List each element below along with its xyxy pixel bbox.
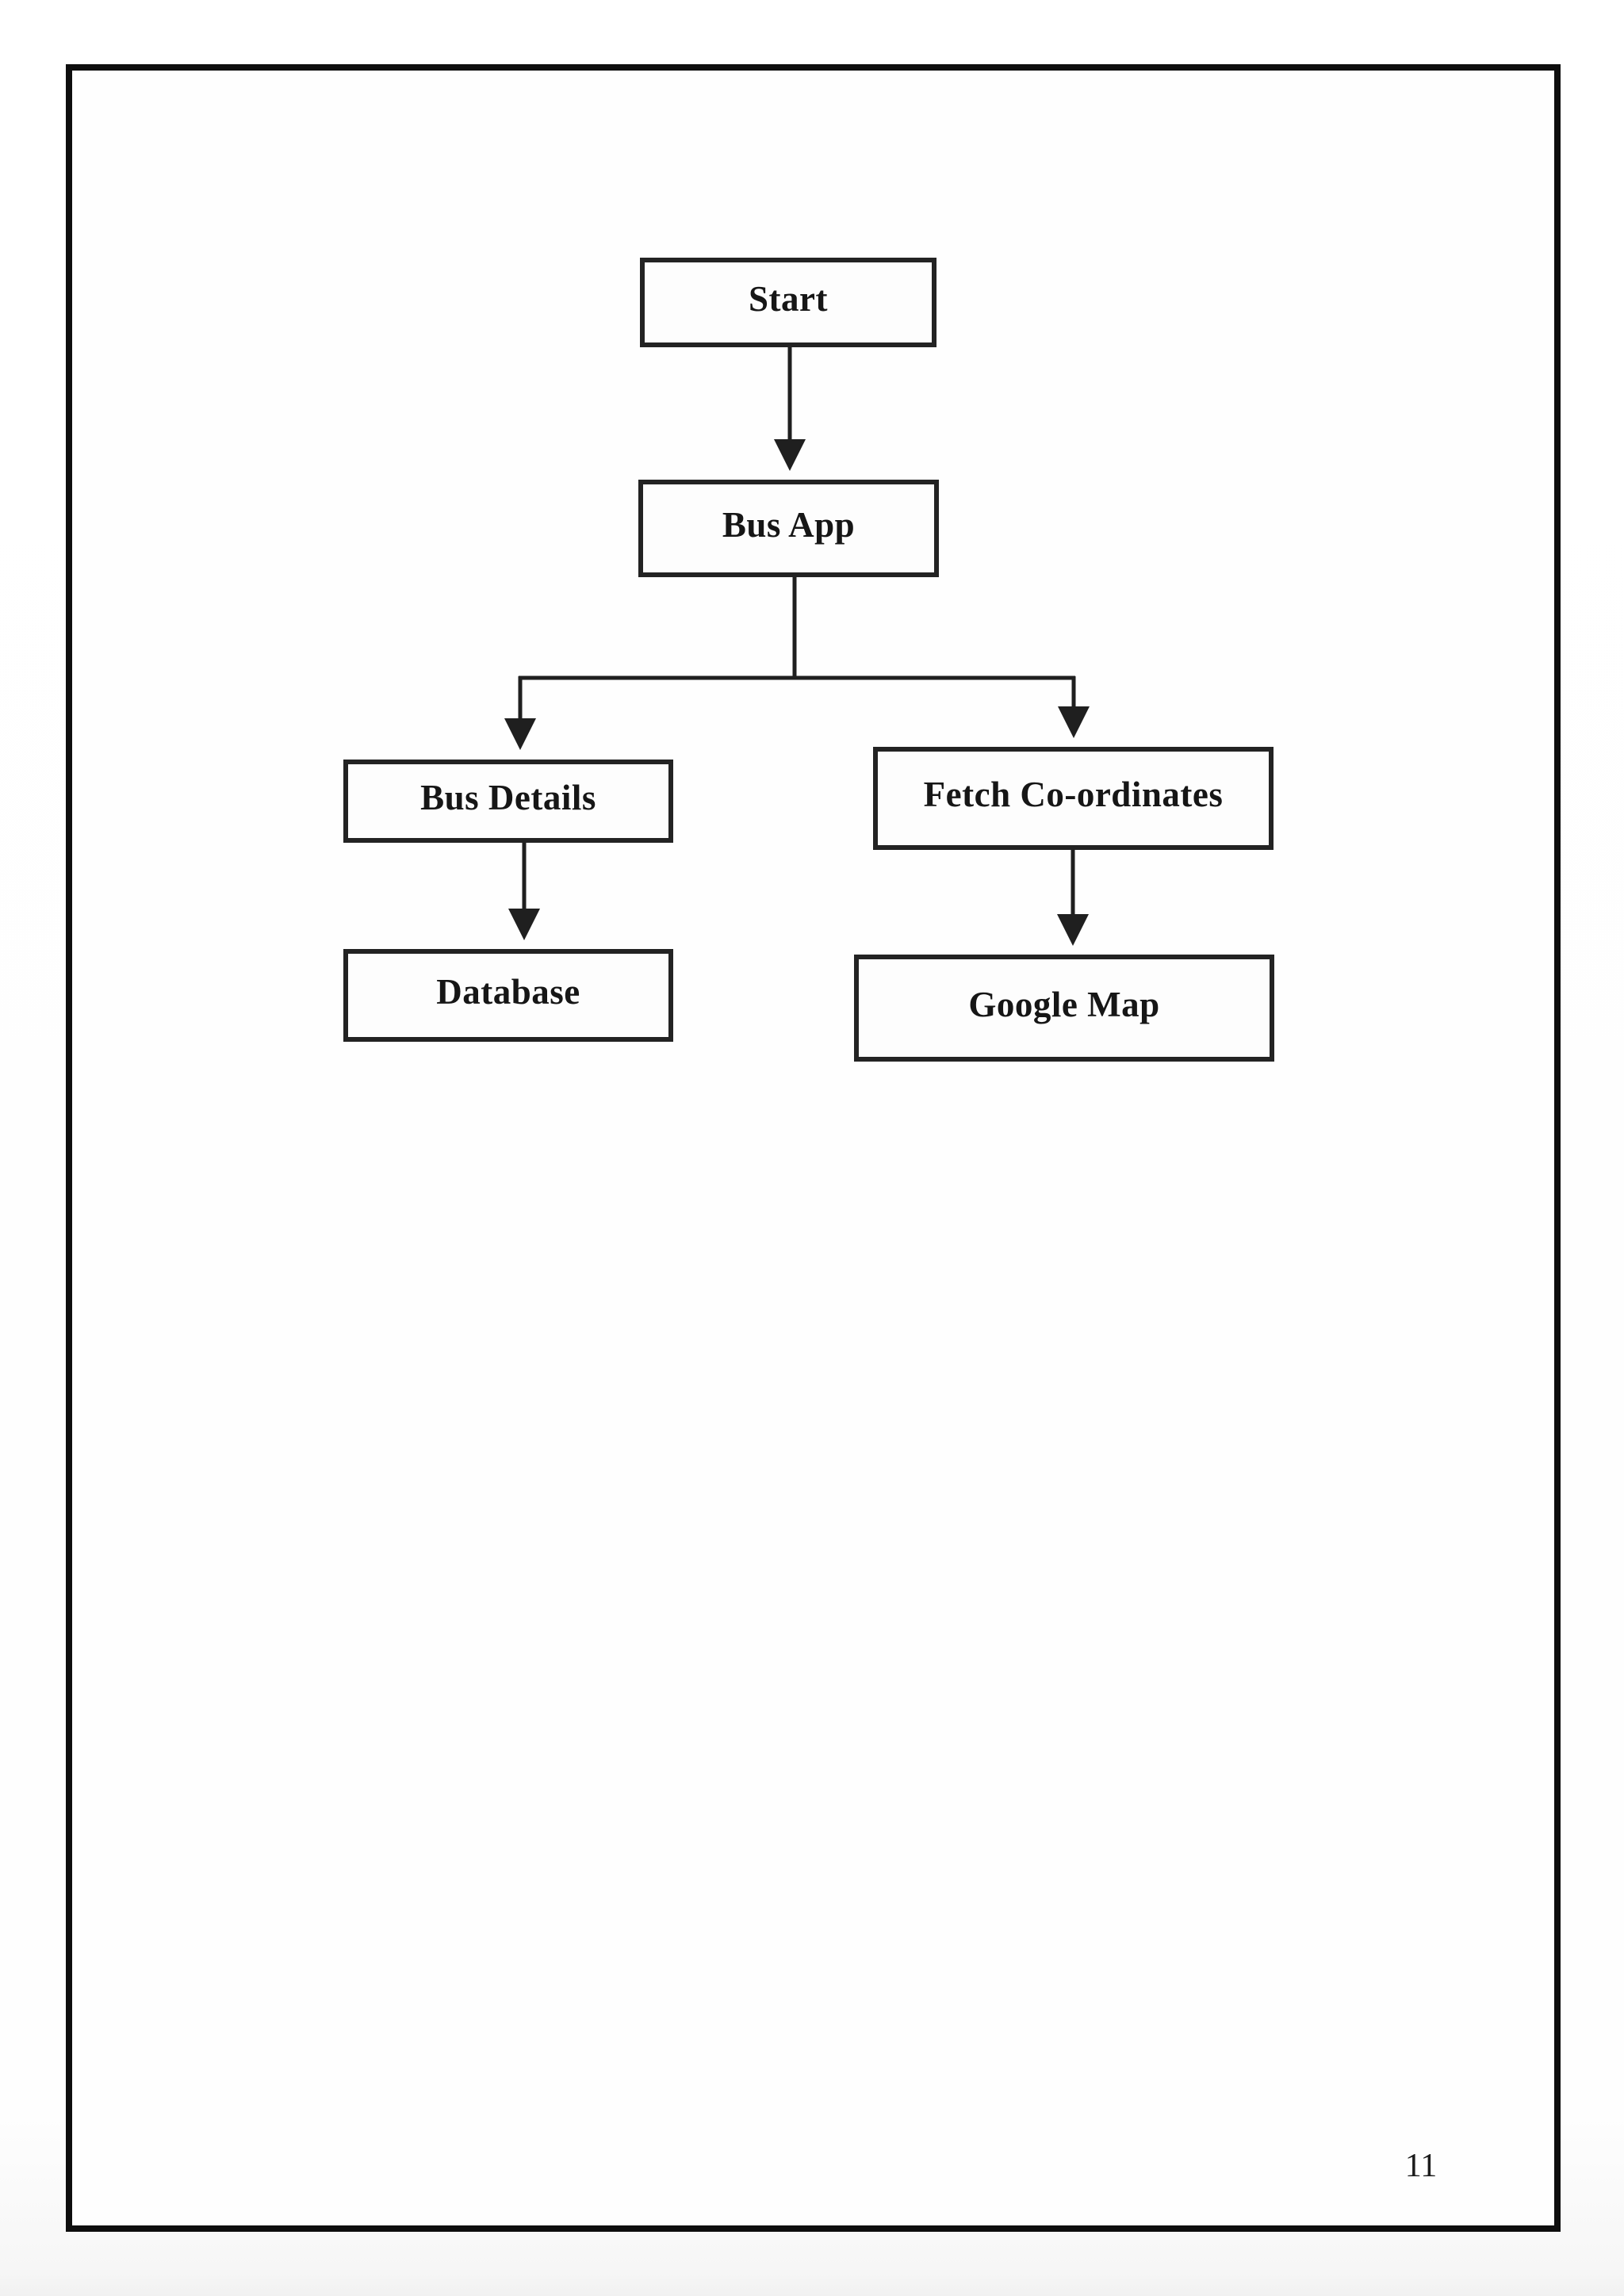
node-start: Start [640, 258, 936, 347]
page-number: 11 [1404, 2148, 1438, 2184]
node-bus-app-label: Bus App [722, 504, 856, 545]
node-database: Database [343, 949, 673, 1042]
node-google-map-label: Google Map [968, 984, 1160, 1024]
node-bus-details: Bus Details [343, 760, 673, 843]
node-fetch-coordinates-label: Fetch Co-ordinates [923, 775, 1224, 814]
page-border [66, 64, 1561, 2232]
node-google-map: Google Map [854, 955, 1274, 1062]
node-fetch-coordinates: Fetch Co-ordinates [873, 747, 1274, 850]
node-bus-app: Bus App [638, 480, 939, 577]
node-start-label: Start [749, 278, 828, 319]
node-bus-details-label: Bus Details [420, 777, 596, 817]
node-database-label: Database [436, 971, 580, 1012]
